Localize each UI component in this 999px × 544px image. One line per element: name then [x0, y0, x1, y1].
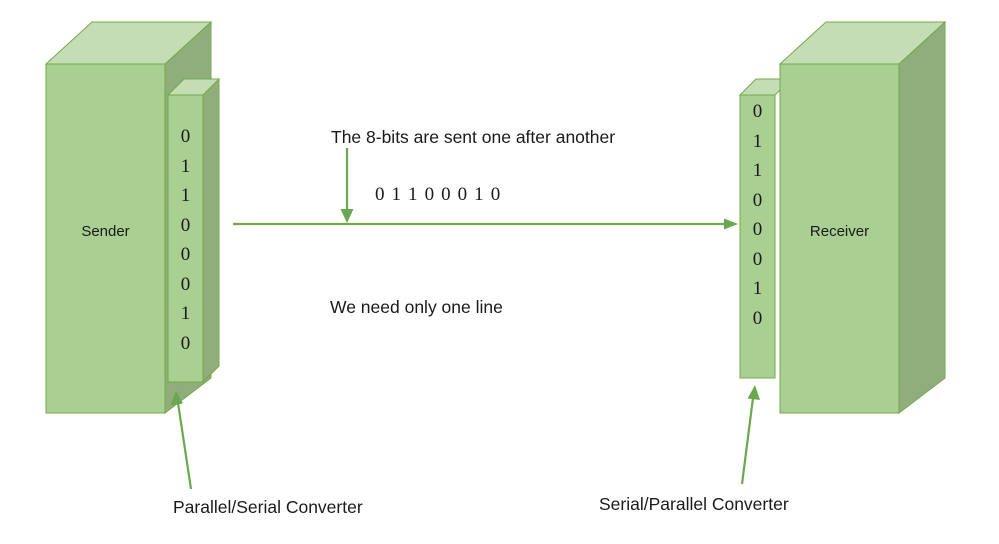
receiver-bit-column: 0 1 1 0 0 0 1 0 — [740, 97, 775, 333]
sender-bit: 0 — [180, 244, 191, 265]
serial-line-arrowhead — [724, 218, 738, 230]
sender-converter-front-face — [167, 94, 204, 383]
sender-bit: 1 — [180, 303, 191, 324]
receiver-bit: 1 — [752, 130, 763, 152]
sender-box-front-face — [45, 63, 166, 414]
sender-converter-caption: Parallel/Serial Converter — [173, 497, 363, 517]
receiver-bit: 1 — [752, 160, 763, 181]
receiver-box-label: Receiver — [809, 223, 870, 240]
receiver-converter-caption: Serial/Parallel Converter — [599, 494, 789, 514]
receiver-bit: 0 — [752, 307, 763, 329]
sender-bit: 1 — [180, 185, 191, 206]
bottom-note-label: We need only one line — [330, 297, 503, 317]
sender-caption-arrow-line — [176, 402, 193, 490]
receiver-box-front-face — [779, 63, 900, 414]
receiver-caption-arrow — [740, 385, 760, 485]
receiver-converter-front-face — [739, 94, 776, 379]
sender-bit-column: 0 1 1 0 0 0 1 0 — [168, 122, 203, 358]
receiver-box — [778, 20, 947, 415]
receiver-bit: 1 — [752, 278, 763, 299]
sender-bit: 0 — [180, 332, 191, 354]
top-note-pointer-arrowhead — [340, 209, 354, 223]
sender-bit: 1 — [180, 155, 191, 177]
sender-bit: 0 — [180, 214, 191, 236]
sender-converter-bar — [166, 77, 221, 384]
receiver-bit: 0 — [752, 248, 763, 270]
top-note-label: The 8-bits are sent one after another — [331, 127, 616, 147]
sender-converter-side-face — [202, 77, 220, 384]
receiver-caption-arrow-line — [740, 397, 755, 485]
serial-bit-sequence: 0 1 1 0 0 0 1 0 — [375, 184, 502, 205]
sender-caption-arrow — [170, 391, 193, 490]
receiver-bit: 0 — [752, 101, 763, 122]
sender-caption-arrowhead — [170, 391, 183, 406]
sender-bit: 0 — [180, 126, 191, 147]
sender-box-label: Sender — [81, 223, 130, 240]
receiver-box-side-face — [898, 20, 946, 415]
receiver-converter-bar — [738, 78, 793, 379]
top-note-pointer-arrow — [340, 148, 354, 223]
receiver-caption-arrowhead — [747, 385, 760, 400]
receiver-bit: 0 — [752, 219, 763, 240]
receiver-bit: 0 — [752, 189, 763, 211]
sender-bit: 0 — [180, 273, 191, 295]
serial-line-arrow — [233, 218, 738, 230]
